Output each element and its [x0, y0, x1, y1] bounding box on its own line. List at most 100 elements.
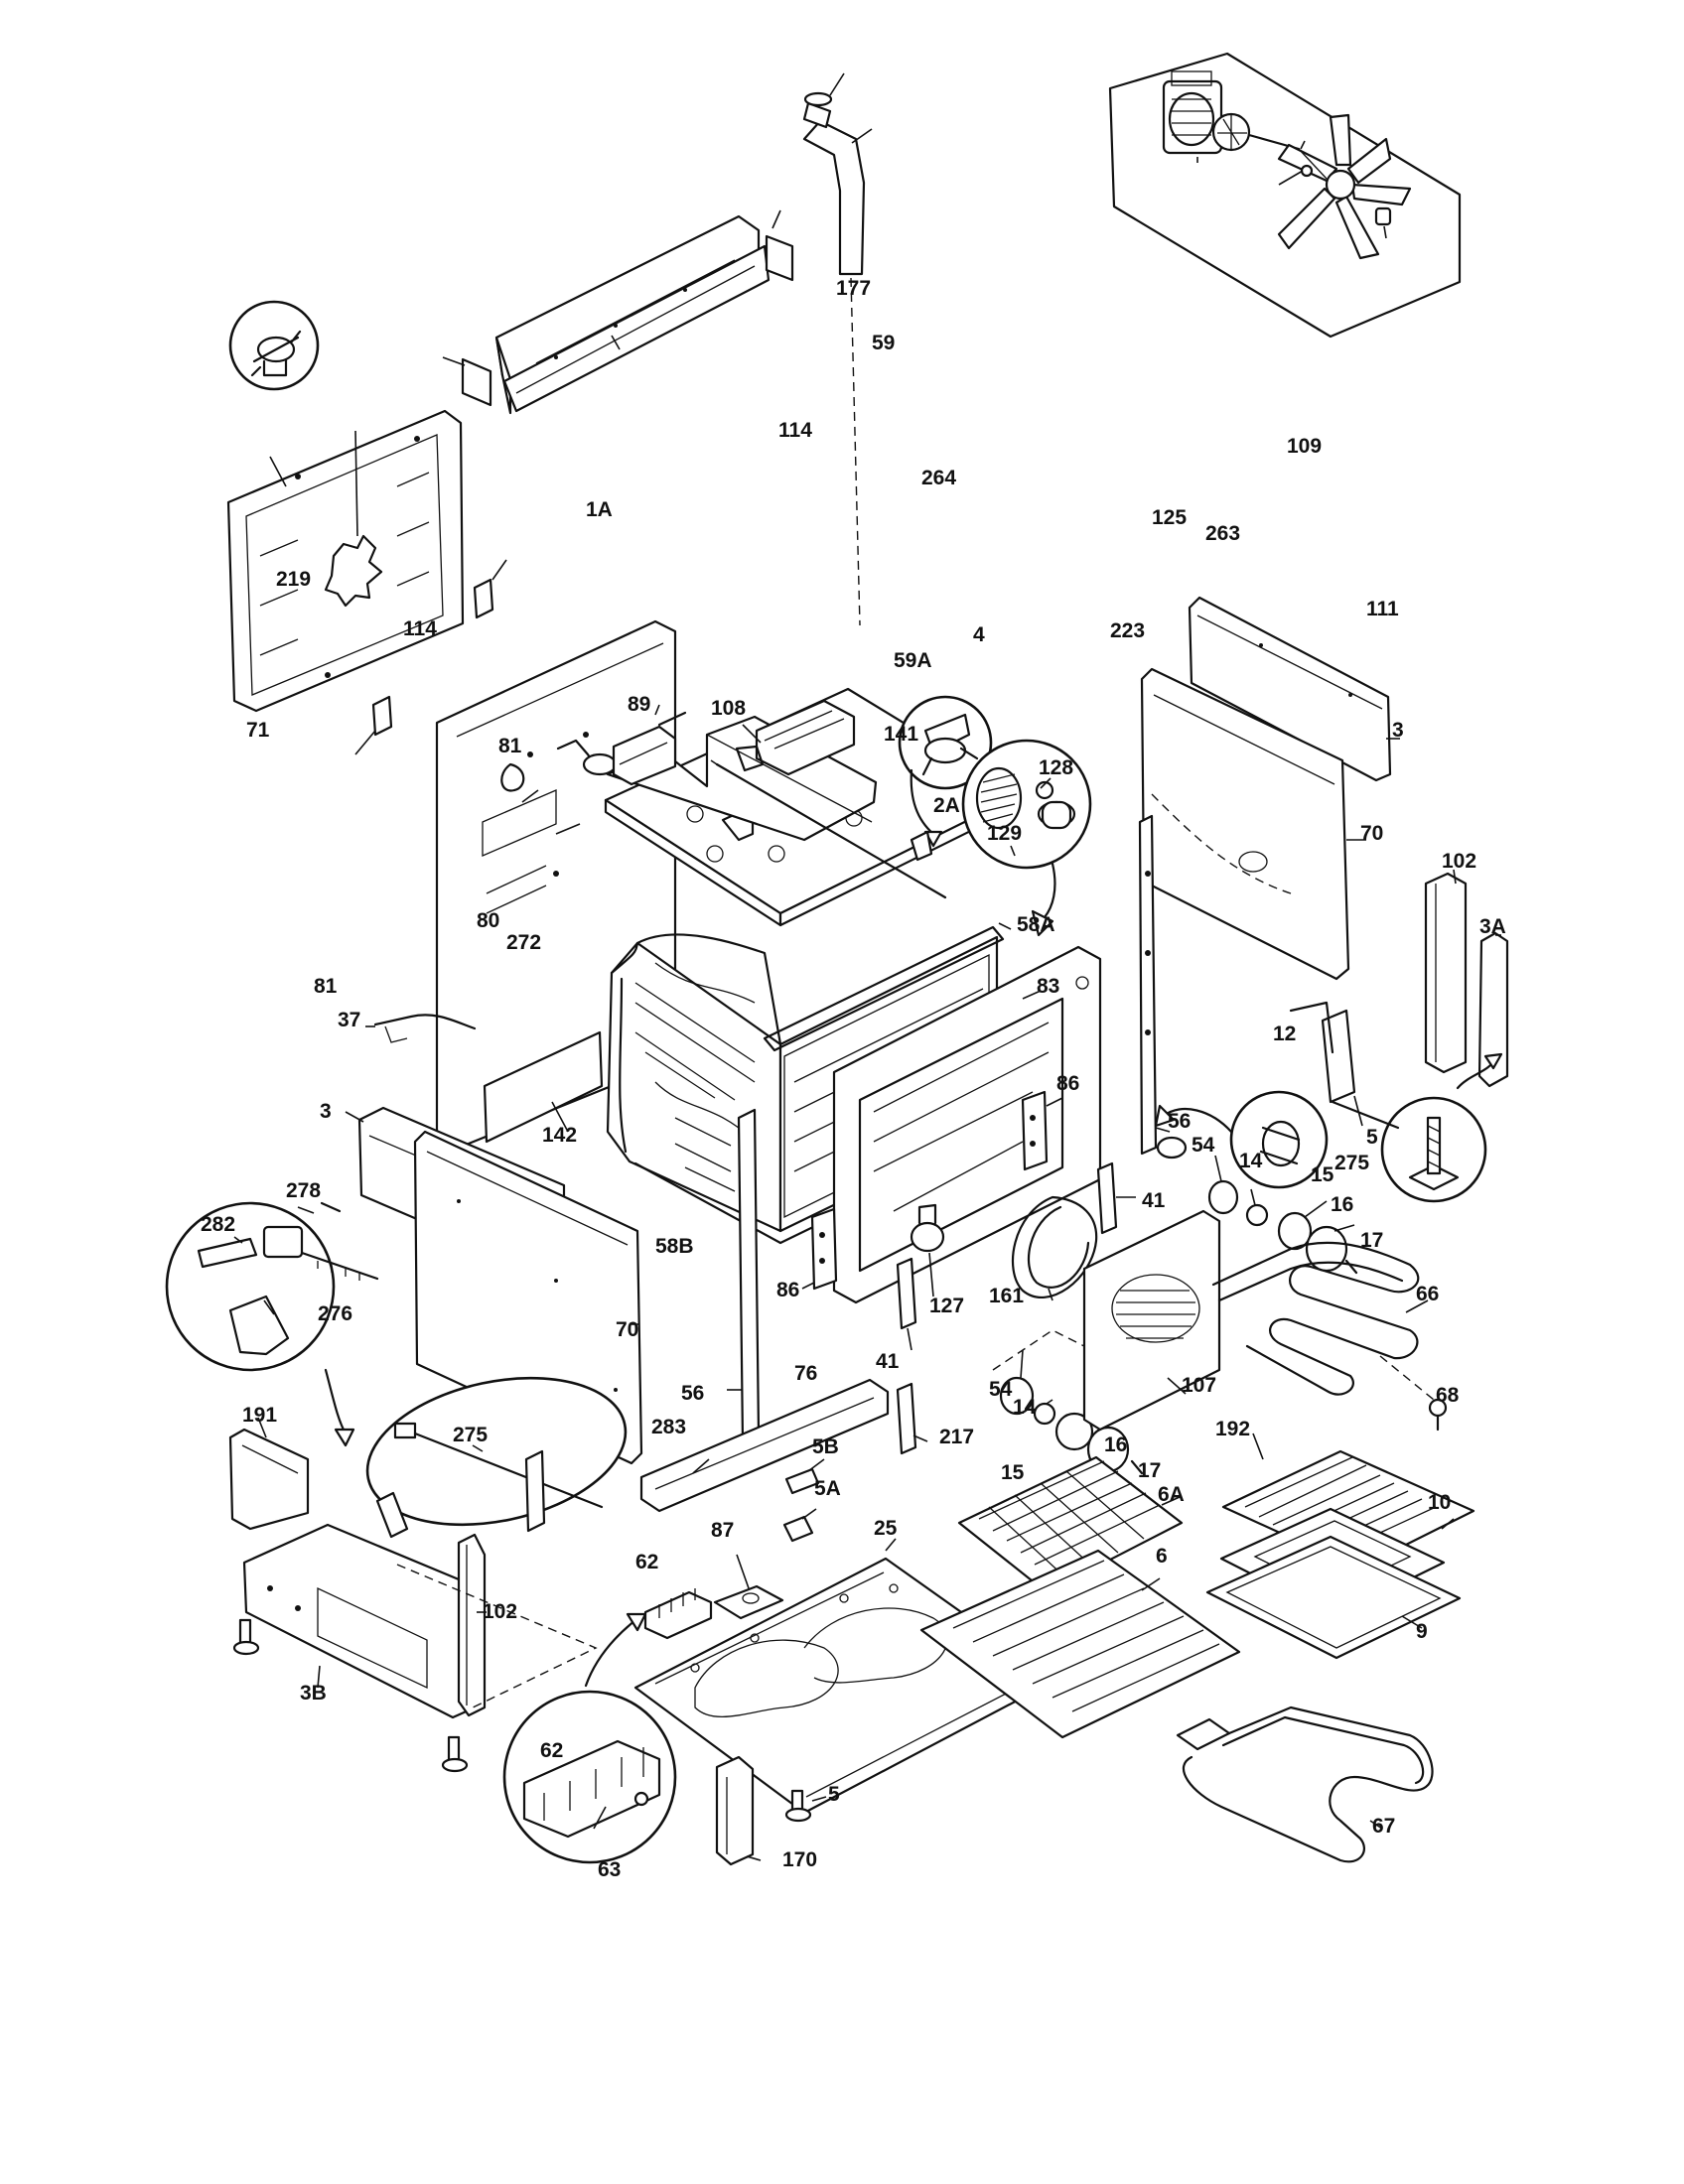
- callout-1a: 1A: [586, 498, 613, 521]
- bracket-191: [228, 1417, 310, 1531]
- element-161: [1011, 1195, 1098, 1301]
- kick-panel-3b: [242, 1523, 473, 1719]
- top-rear-panel-223: [1188, 596, 1400, 782]
- latch-guide-dash: [396, 1564, 598, 1710]
- callout-59a: 59A: [894, 649, 932, 672]
- bottom-strip-283: [639, 1378, 890, 1513]
- bracket-114-right: [765, 209, 794, 282]
- bracket-102-lower: [457, 1533, 487, 1717]
- block-87: [713, 1554, 784, 1620]
- hinge-86-left: [801, 1207, 838, 1291]
- bracket-3a: [1477, 931, 1509, 1088]
- fan-motor-inset: [1108, 52, 1462, 339]
- broil-pan-9: [1205, 1535, 1462, 1660]
- callout-86: 86: [1056, 1072, 1079, 1095]
- callout-15: 15: [1311, 1163, 1334, 1186]
- callout-192: 192: [1215, 1418, 1250, 1440]
- callout-76: 76: [794, 1362, 817, 1385]
- panel-70-left: [413, 1130, 643, 1465]
- lens-54: [1207, 1179, 1239, 1215]
- leveler-5-left-1: [232, 1618, 260, 1656]
- callout-17: 17: [1360, 1229, 1383, 1252]
- callout-86-left: 86: [776, 1279, 799, 1301]
- callout-25: 25: [874, 1517, 898, 1540]
- callout-141: 141: [884, 723, 918, 746]
- callout-3: 3: [1392, 719, 1404, 742]
- callout-87: 87: [711, 1519, 734, 1542]
- callout-54-lower: 54: [989, 1378, 1013, 1401]
- clip-68: [1379, 1355, 1448, 1432]
- top-channel-1a: [494, 214, 771, 415]
- front-strip-56-right: [1138, 814, 1171, 1156]
- callout-66: 66: [1416, 1283, 1439, 1305]
- rack-6: [919, 1549, 1241, 1739]
- callout-128: 128: [1039, 756, 1073, 779]
- callout-81-bottom: 81: [314, 975, 338, 998]
- callout-67: 67: [1372, 1815, 1395, 1838]
- callout-102: 102: [1442, 850, 1476, 873]
- callout-142: 142: [542, 1124, 577, 1147]
- callout-6: 6: [1156, 1545, 1168, 1568]
- callout-10: 10: [1428, 1491, 1451, 1514]
- callout-111: 111: [1366, 598, 1399, 620]
- callout-129: 129: [987, 822, 1022, 845]
- callout-68: 68: [1436, 1384, 1460, 1407]
- element-128-129-detail: [961, 739, 1092, 937]
- light-lens-group-upper: [1207, 1155, 1358, 1275]
- callout-276: 276: [318, 1302, 352, 1325]
- callout-83: 83: [1037, 975, 1059, 998]
- callout-71: 71: [246, 719, 270, 742]
- callout-108: 108: [711, 697, 746, 720]
- callout-282: 282: [201, 1213, 235, 1236]
- back-panel-71: [226, 409, 465, 713]
- switch-89: [612, 704, 687, 786]
- callout-102-lower: 102: [483, 1600, 517, 1623]
- callout-264: 264: [921, 467, 956, 489]
- callout-5b: 5B: [812, 1435, 839, 1458]
- rear-bracket-102: [1424, 869, 1468, 1074]
- callout-263: 263: [1205, 522, 1240, 545]
- thermostat-219-detail: [228, 300, 320, 391]
- harness-37: [365, 1014, 477, 1043]
- fan-blade: [1277, 113, 1412, 260]
- latch-275-right: [1289, 1001, 1400, 1130]
- gasket-58a: [763, 922, 1012, 1052]
- callout-41-lower: 41: [876, 1350, 900, 1373]
- leveler-5-bottom: [784, 1789, 827, 1823]
- panel-142: [483, 1030, 604, 1144]
- rod-88: [710, 759, 947, 899]
- callout-5a: 5A: [814, 1477, 841, 1500]
- callout-62: 62: [635, 1551, 658, 1573]
- terminal-62-detail: [502, 1612, 677, 1864]
- clip-81-top: [473, 559, 507, 619]
- hinge-86-right: [1021, 1090, 1063, 1171]
- leveler-5-left-2: [441, 1735, 469, 1773]
- callout-223: 223: [1110, 619, 1145, 642]
- callout-14: 14: [1239, 1150, 1263, 1172]
- callout-3a: 3A: [1479, 915, 1506, 938]
- callout-217: 217: [939, 1426, 974, 1448]
- callout-170: 170: [782, 1848, 817, 1871]
- callout-41: 41: [1142, 1189, 1166, 1212]
- callout-labels: 177 59 114 1A 264 219 114 125 109 125 26…: [201, 277, 1506, 1881]
- callout-275: 275: [1334, 1152, 1369, 1174]
- callout-6a: 6A: [1158, 1483, 1185, 1506]
- callout-17-lower: 17: [1138, 1459, 1161, 1482]
- callout-15-lower: 15: [1001, 1461, 1025, 1484]
- callout-191: 191: [242, 1404, 277, 1427]
- callout-12: 12: [1273, 1023, 1296, 1045]
- callout-80: 80: [477, 909, 499, 932]
- callout-54: 54: [1192, 1134, 1215, 1157]
- callout-81: 81: [498, 735, 522, 757]
- leveler-5-detail: [1380, 1052, 1503, 1203]
- thermostat-141-detail: [898, 695, 993, 862]
- callout-127: 127: [929, 1295, 964, 1317]
- bracket-217: [896, 1382, 928, 1455]
- callout-70: 70: [1360, 822, 1383, 845]
- callout-107: 107: [1182, 1374, 1216, 1397]
- latch-275-detail: [365, 1376, 628, 1539]
- lock-assembly-108: [735, 699, 856, 776]
- bracket-5a: [782, 1508, 817, 1543]
- vent-cap: [803, 91, 833, 107]
